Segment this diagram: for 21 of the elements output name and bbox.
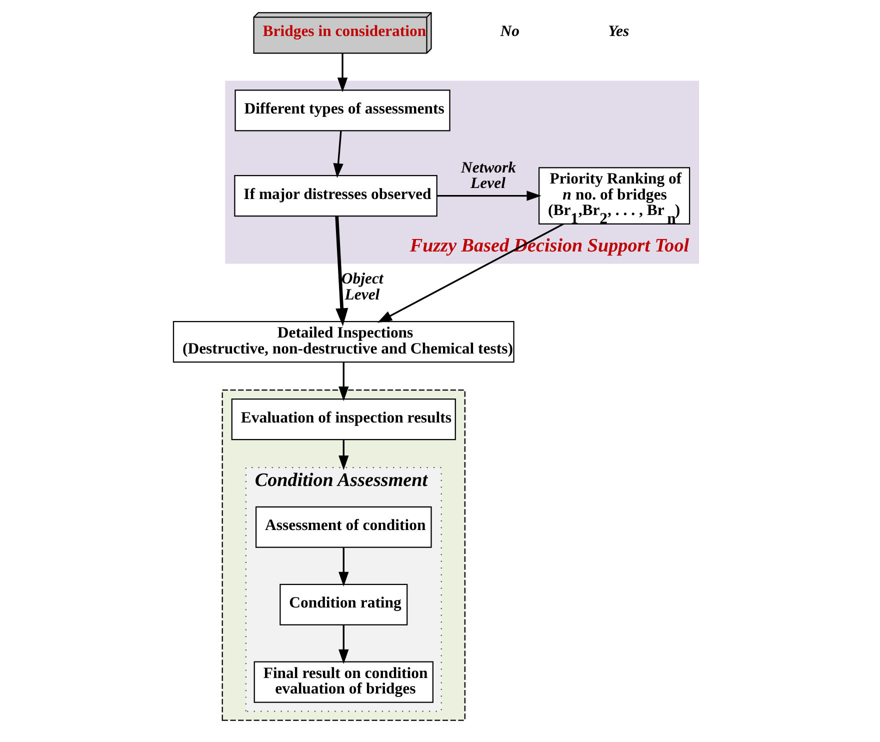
arrow — [338, 548, 348, 586]
node-box: Assessment of condition — [254, 506, 432, 548]
node-box: Detailed Inspections (Destructive, non-destructive and Chemical tests) — [172, 321, 514, 363]
arrow — [332, 130, 343, 178]
node-box: Different types of assessments — [234, 90, 450, 132]
arrow — [338, 440, 348, 470]
label: Yes — [608, 22, 629, 40]
node-box: Evaluation of inspection results — [230, 398, 456, 440]
arrow — [338, 625, 348, 664]
edge-label: Object Level — [340, 270, 383, 304]
arrow — [336, 53, 348, 92]
arrow — [338, 362, 348, 402]
cluster — [221, 390, 465, 721]
node-box: Final result on condition evaluation of bridges — [253, 661, 433, 703]
edge-label: Network Level — [460, 159, 516, 192]
arrow — [376, 223, 564, 323]
label: No — [500, 22, 520, 40]
arrow — [436, 190, 541, 201]
arrow — [334, 216, 348, 326]
node-box: Condition rating — [279, 584, 408, 626]
node-box: If major distresses observed — [234, 175, 437, 217]
